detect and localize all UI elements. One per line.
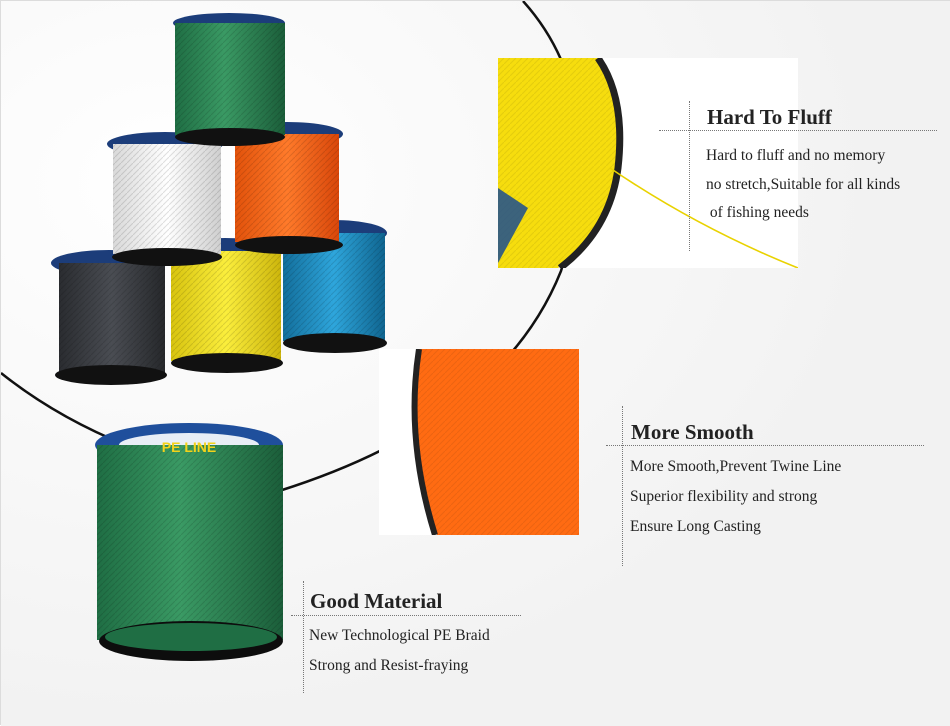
spool-pyramid: [51, 13, 387, 385]
feature-line: no stretch,Suitable for all kinds: [706, 176, 901, 193]
feature-line: More Smooth,Prevent Twine Line: [630, 458, 842, 475]
feature-line: New Technological PE Braid: [309, 627, 490, 644]
feature-line: of fishing needs: [706, 204, 809, 221]
yellow-line-closeup: [498, 58, 798, 268]
feature-good-material: Good Material New Technological PE Braid…: [291, 581, 531, 693]
divider-vertical: [622, 406, 623, 566]
feature-title: More Smooth: [631, 420, 754, 444]
spool-yellow: [167, 238, 283, 373]
divider-vertical: [303, 581, 304, 693]
spool-white: [107, 132, 223, 266]
divider-horizontal: [291, 615, 521, 616]
spool-green-top: [173, 13, 285, 146]
feature-line: Strong and Resist-fraying: [309, 657, 469, 674]
divider-vertical: [689, 101, 690, 251]
divider-horizontal: [659, 130, 937, 131]
orange-line-closeup: [379, 349, 579, 535]
spool-black: [51, 250, 167, 385]
spool-green-large: PE LINE: [95, 423, 283, 661]
spool-orange: [231, 122, 343, 254]
feature-title: Hard To Fluff: [707, 105, 832, 129]
feature-line: Superior flexibility and strong: [630, 488, 818, 505]
feature-line: Ensure Long Casting: [630, 518, 761, 535]
feature-more-smooth: More Smooth More Smooth,Prevent Twine Li…: [606, 406, 926, 566]
feature-hard-to-fluff: Hard To Fluff Hard to fluff and no memor…: [659, 101, 939, 251]
divider-horizontal: [606, 445, 924, 446]
feature-line: Hard to fluff and no memory: [706, 147, 886, 164]
feature-title: Good Material: [310, 589, 443, 613]
spool-label-text: PE LINE: [162, 439, 216, 455]
